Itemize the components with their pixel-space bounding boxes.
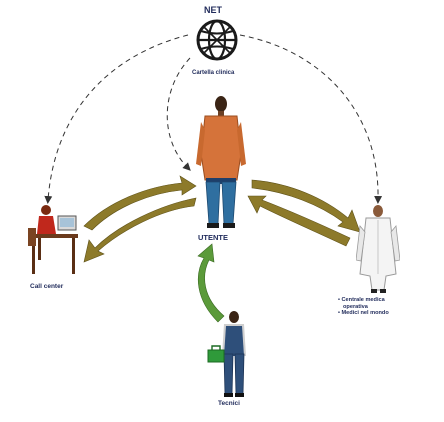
medical-item-1: • Centrale medica [338, 297, 385, 303]
call-center-label: Call center [30, 283, 64, 290]
utente-label: UTENTE [198, 233, 228, 242]
arrow-medical-to-utente [247, 195, 351, 247]
operator-at-desk-icon [28, 205, 78, 274]
person-icon [196, 96, 246, 228]
dashed-link-net-medical [239, 34, 383, 204]
arrow-tecnici-to-utente [197, 243, 225, 323]
doctor-icon [356, 205, 400, 293]
medical-item-3: • Medici nel mondo [338, 310, 389, 316]
tecnici-label: Tecnici [218, 400, 240, 407]
arrow-callcenter-to-utente [83, 175, 197, 231]
net-label: NET [204, 5, 222, 15]
cartella-clinica-label: Cartella clinica [192, 70, 235, 76]
medical-item-2: operativa [343, 303, 368, 310]
globe-icon [196, 19, 238, 61]
arrow-utente-to-callcenter [83, 197, 197, 263]
dashed-link-net-utente [166, 57, 191, 171]
medical-services-list: • Centrale medica operativa • Medici nel… [338, 297, 389, 317]
dashed-link-net-callcenter [44, 34, 189, 204]
technician-with-toolbox-icon [207, 311, 246, 397]
